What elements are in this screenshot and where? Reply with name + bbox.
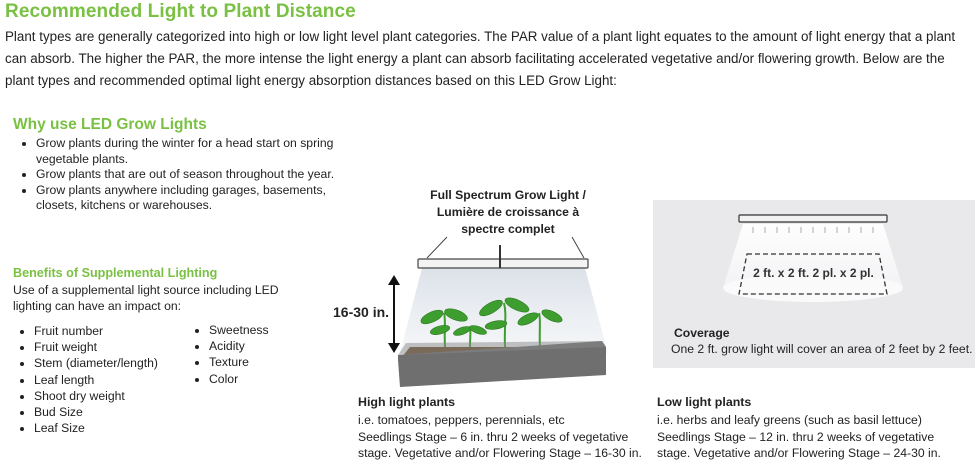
list-item: Grow plants during the winter for a head… xyxy=(36,136,336,167)
coverage-area-outline xyxy=(738,253,888,295)
high-light-title: High light plants xyxy=(358,395,456,409)
coverage-diagram xyxy=(723,214,903,302)
grow-light-label: Full Spectrum Grow Light / Lumière de cr… xyxy=(408,187,608,238)
why-list: Grow plants during the winter for a head… xyxy=(22,136,336,214)
list-item: Leaf length xyxy=(34,372,158,388)
coverage-title: Coverage xyxy=(674,326,730,340)
arrow-up-icon xyxy=(388,275,400,285)
grow-light-label-line: Full Spectrum Grow Light / xyxy=(430,188,586,202)
distance-label: 16-30 in. xyxy=(333,304,390,320)
list-item: Stem (diameter/length) xyxy=(34,355,158,371)
list-item: Fruit number xyxy=(34,323,158,339)
benefits-list-a: Fruit number Fruit weight Stem (diameter… xyxy=(22,323,158,436)
grow-light-label-line: Lumière de croissance à xyxy=(436,205,580,219)
list-item: Texture xyxy=(209,354,269,370)
coverage-light-fixture xyxy=(738,214,888,223)
grow-light-fixture xyxy=(417,258,589,269)
high-light-line: stage. Vegetative and/or Flowering Stage… xyxy=(358,446,642,460)
low-light-title: Low light plants xyxy=(657,395,752,409)
list-item: Grow plants that are out of season throu… xyxy=(36,167,336,183)
benefits-description: Use of a supplemental light source inclu… xyxy=(13,283,279,313)
list-item: Leaf Size xyxy=(34,420,158,436)
why-heading: Why use LED Grow Lights xyxy=(13,116,207,133)
low-light-line: Seedlings Stage – 12 in. thru 2 weeks of… xyxy=(657,429,935,444)
hanging-wire xyxy=(571,236,585,259)
list-item: Grow plants anywhere including garages, … xyxy=(36,183,336,214)
light-beam xyxy=(400,268,608,353)
list-item: Color xyxy=(209,371,269,387)
benefits-list-b: Sweetness Acidity Texture Color xyxy=(198,322,269,387)
coverage-area-label: 2 ft. x 2 ft. 2 pl. x 2 pl. xyxy=(753,266,874,280)
high-light-body: i.e. tomatoes, peppers, perennials, etc … xyxy=(358,412,648,462)
coverage-body: One 2 ft. grow light will cover an area … xyxy=(671,342,973,356)
low-light-body: i.e. herbs and leafy greens (such as bas… xyxy=(657,412,957,462)
page-title: Recommended Light to Plant Distance xyxy=(5,1,356,22)
benefits-heading: Benefits of Supplemental Lighting xyxy=(13,266,218,280)
list-item: Shoot dry weight xyxy=(34,388,158,404)
low-light-line: i.e. herbs and leafy greens (such as bas… xyxy=(657,413,922,427)
list-item: Sweetness xyxy=(209,322,269,338)
arrow-down-icon xyxy=(388,343,400,353)
low-light-line: stage. Vegetative and/or Flowering Stage… xyxy=(657,446,941,460)
high-light-line: i.e. tomatoes, peppers, perennials, etc xyxy=(358,413,565,427)
coverage-beam xyxy=(723,224,903,288)
grow-light-label-line: spectre complet xyxy=(461,222,555,236)
intro-paragraph: Plant types are generally categorized in… xyxy=(5,29,956,88)
grow-light-illustration xyxy=(388,236,608,387)
list-item: Acidity xyxy=(209,338,269,354)
list-item: Bud Size xyxy=(34,404,158,420)
list-item: Fruit weight xyxy=(34,339,158,355)
hanging-wire xyxy=(426,236,448,259)
high-light-line: Seedlings Stage – 6 in. thru 2 weeks of … xyxy=(358,429,629,444)
